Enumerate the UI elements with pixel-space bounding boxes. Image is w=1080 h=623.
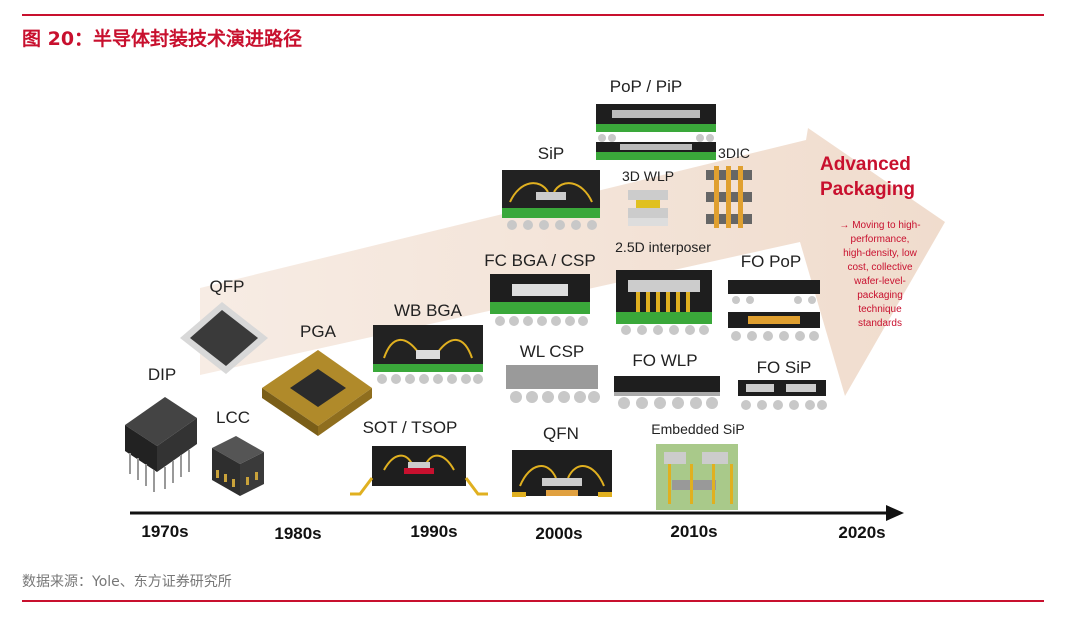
- ap-note-line-8: standards: [858, 318, 902, 329]
- ap-note-line-2: performance,: [851, 234, 910, 245]
- source-note: 数据来源：Yole、东方证券研究所: [22, 574, 232, 590]
- fo-wlp-label: FO WLP: [632, 351, 697, 370]
- pop-pip-label: PoP / PiP: [610, 77, 682, 96]
- embedded-sip-label: Embedded SiP: [651, 421, 744, 437]
- figure-title: 图 20：半导体封装技术演进路径: [22, 28, 303, 50]
- lcc-package-icon: [212, 436, 264, 496]
- decade-label-2000s: 2000s: [535, 524, 582, 543]
- footer-rule: [22, 600, 1044, 602]
- wl-csp-label: WL CSP: [520, 342, 585, 361]
- qfn-label: QFN: [543, 424, 579, 443]
- decade-label-1980s: 1980s: [274, 524, 321, 543]
- 3dic-label: 3DIC: [718, 145, 750, 161]
- 2-5d-interposer-package-icon: [616, 270, 712, 335]
- fo-pop-package-icon: [728, 280, 820, 341]
- advanced-packaging-note: → Moving to high- performance, high-dens…: [839, 220, 920, 329]
- 2-5d-interposer-label: 2.5D interposer: [615, 239, 711, 255]
- fo-sip-label: FO SiP: [757, 358, 812, 377]
- 3d-wlp-label: 3D WLP: [622, 168, 674, 184]
- wb-bga-package-icon: [373, 325, 483, 384]
- qfp-package-icon: [180, 302, 268, 374]
- wl-csp-package-icon: [506, 365, 600, 403]
- 3d-wlp-package-icon: [628, 190, 668, 226]
- ap-note-line-1: → Moving to high-: [839, 220, 920, 231]
- sot-tsop-label: SOT / TSOP: [363, 418, 458, 437]
- wb-bga-label: WB BGA: [394, 301, 463, 320]
- decade-label-1970s: 1970s: [141, 522, 188, 541]
- fo-wlp-package-icon: [614, 376, 720, 409]
- decade-label-2020s: 2020s: [838, 523, 885, 542]
- ap-note-line-5: wafer-level-: [853, 276, 906, 287]
- fc-bga-csp-label: FC BGA / CSP: [484, 251, 595, 270]
- header-rule: [22, 14, 1044, 16]
- ap-note-line-6: packaging: [857, 290, 903, 301]
- fo-pop-label: FO PoP: [741, 252, 801, 271]
- timeline-axis: [130, 505, 904, 521]
- decade-label-2010s: 2010s: [670, 522, 717, 541]
- ap-note-line-3: high-density, low: [843, 248, 918, 259]
- decade-label-1990s: 1990s: [410, 522, 457, 541]
- qfn-package-icon: [512, 450, 612, 497]
- embedded-sip-package-icon: [656, 444, 738, 510]
- fc-bga-csp-package-icon: [490, 274, 590, 326]
- pop-pip-package-icon: [596, 104, 716, 160]
- lcc-label: LCC: [216, 408, 250, 427]
- pga-package-icon: [262, 350, 372, 436]
- fo-sip-package-icon: [738, 380, 827, 410]
- ap-note-line-7: technique: [858, 304, 902, 315]
- qfp-label: QFP: [210, 277, 245, 296]
- dip-package-icon: [125, 397, 197, 492]
- sot-tsop-package-icon: [350, 446, 488, 496]
- ap-note-line-4: cost, collective: [847, 262, 912, 273]
- sip-package-icon: [502, 170, 600, 230]
- 3dic-package-icon: [706, 166, 752, 228]
- sip-label: SiP: [538, 144, 564, 163]
- advanced-packaging-title-line1: Advanced: [820, 154, 911, 175]
- dip-label: DIP: [148, 365, 176, 384]
- pga-label: PGA: [300, 322, 337, 341]
- advanced-packaging-title-line2: Packaging: [820, 179, 915, 200]
